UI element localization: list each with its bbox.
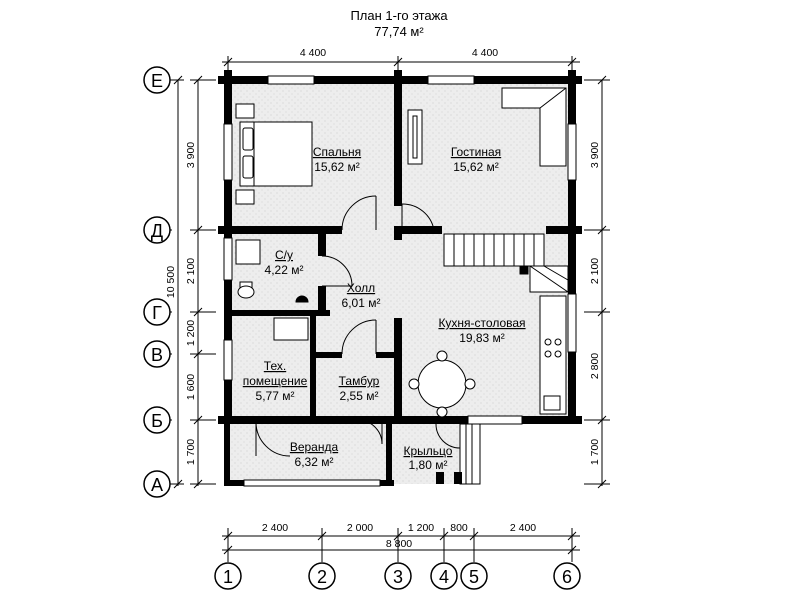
dim-top-2: 4 400: [472, 47, 498, 59]
axis-marker-v: В: [143, 340, 171, 368]
dim-left-3: 1 200: [185, 320, 197, 346]
axis-marker-g: Г: [143, 298, 171, 326]
dim-left-5: 1 700: [185, 439, 197, 465]
room-area-vestibule: 2,55 м²: [340, 389, 379, 403]
sofa: [501, 87, 567, 167]
axis-marker-b: Б: [143, 406, 171, 434]
stairs: [443, 233, 569, 293]
veranda: [224, 424, 462, 486]
room-name-tech: Тех.: [264, 359, 286, 373]
axis-markers-numbers: 1 2 3 4 5 6: [214, 562, 581, 590]
svg-text:5: 5: [469, 567, 479, 587]
dimension-lines: [166, 56, 610, 562]
room-area-living: 15,62 м²: [453, 160, 499, 174]
svg-text:2: 2: [317, 567, 327, 587]
room-name-veranda: Веранда: [290, 440, 339, 454]
bed: [235, 103, 313, 205]
tech-equipment: [273, 317, 309, 341]
axis-marker-2: 2: [308, 562, 336, 590]
dim-bottom-2: 2 000: [347, 522, 373, 534]
svg-text:Г: Г: [152, 303, 162, 323]
dimension-text: 4 400 4 400 2 400 2 000 1 200 800 2 400 …: [165, 47, 601, 550]
svg-text:В: В: [151, 345, 163, 365]
dim-bottom-total: 8 800: [386, 538, 412, 550]
room-name-wc: С/у: [275, 248, 293, 262]
dim-bottom-3: 1 200: [408, 522, 434, 534]
dim-left-1: 3 900: [185, 142, 197, 168]
axis-marker-6: 6: [553, 562, 581, 590]
axis-marker-3: 3: [384, 562, 412, 590]
axis-marker-1: 1: [214, 562, 242, 590]
room-name-hall: Холл: [347, 281, 375, 295]
room-area-bedroom: 15,62 м²: [314, 160, 360, 174]
room-name-bedroom: Спальня: [313, 145, 361, 159]
dim-bottom-4: 800: [450, 522, 468, 534]
total-area: 77,74 м²: [374, 24, 424, 39]
svg-text:4: 4: [439, 567, 449, 587]
dim-left-4: 1 600: [185, 374, 197, 400]
porch-steps: [459, 423, 481, 485]
dim-right-4: 1 700: [589, 439, 601, 465]
svg-text:Б: Б: [151, 411, 163, 431]
plan-title: План 1-го этажа: [350, 8, 448, 23]
room-labels: Спальня 15,62 м² Гостиная 15,62 м² С/у 4…: [243, 145, 526, 472]
svg-text:А: А: [151, 475, 163, 495]
room-area-veranda: 6,32 м²: [295, 455, 334, 469]
svg-text:1: 1: [223, 567, 233, 587]
doors: [255, 195, 461, 457]
room-name-vestibule: Тамбур: [339, 374, 380, 388]
dining-table: [408, 350, 476, 418]
room-area-wc: 4,22 м²: [265, 263, 304, 277]
room-area-tech: 5,77 м²: [256, 389, 295, 403]
dim-right-1: 3 900: [589, 142, 601, 168]
svg-text:3: 3: [393, 567, 403, 587]
room-area-kitchen: 19,83 м²: [459, 331, 505, 345]
svg-text:Д: Д: [151, 221, 163, 241]
axis-marker-a: А: [143, 470, 171, 498]
room-name-tech-2: помещение: [243, 374, 308, 388]
dim-right-3: 2 800: [589, 353, 601, 379]
dim-top-1: 4 400: [300, 47, 326, 59]
dim-left-total: 10 500: [165, 266, 177, 298]
room-name-kitchen: Кухня-столовая: [438, 316, 525, 330]
dim-left-2: 2 100: [185, 258, 197, 284]
room-name-living: Гостиная: [451, 145, 501, 159]
axis-marker-e: Е: [143, 66, 171, 94]
svg-text:6: 6: [562, 567, 572, 587]
dim-bottom-1: 2 400: [262, 522, 288, 534]
axis-markers-letters: Е Д Г В Б А: [143, 66, 171, 498]
axis-marker-d: Д: [143, 216, 171, 244]
windows: [223, 75, 577, 487]
bathroom-fixtures: [235, 239, 309, 303]
axis-marker-4: 4: [430, 562, 458, 590]
room-area-hall: 6,01 м²: [342, 296, 381, 310]
room-area-porch: 1,80 м²: [409, 458, 448, 472]
dim-bottom-5: 2 400: [510, 522, 536, 534]
svg-text:Е: Е: [151, 71, 163, 91]
axis-marker-5: 5: [460, 562, 488, 590]
kitchen-counter: [539, 295, 567, 415]
tv-stand: [407, 109, 423, 165]
room-name-porch: Крыльцо: [404, 444, 453, 458]
dim-right-2: 2 100: [589, 258, 601, 284]
